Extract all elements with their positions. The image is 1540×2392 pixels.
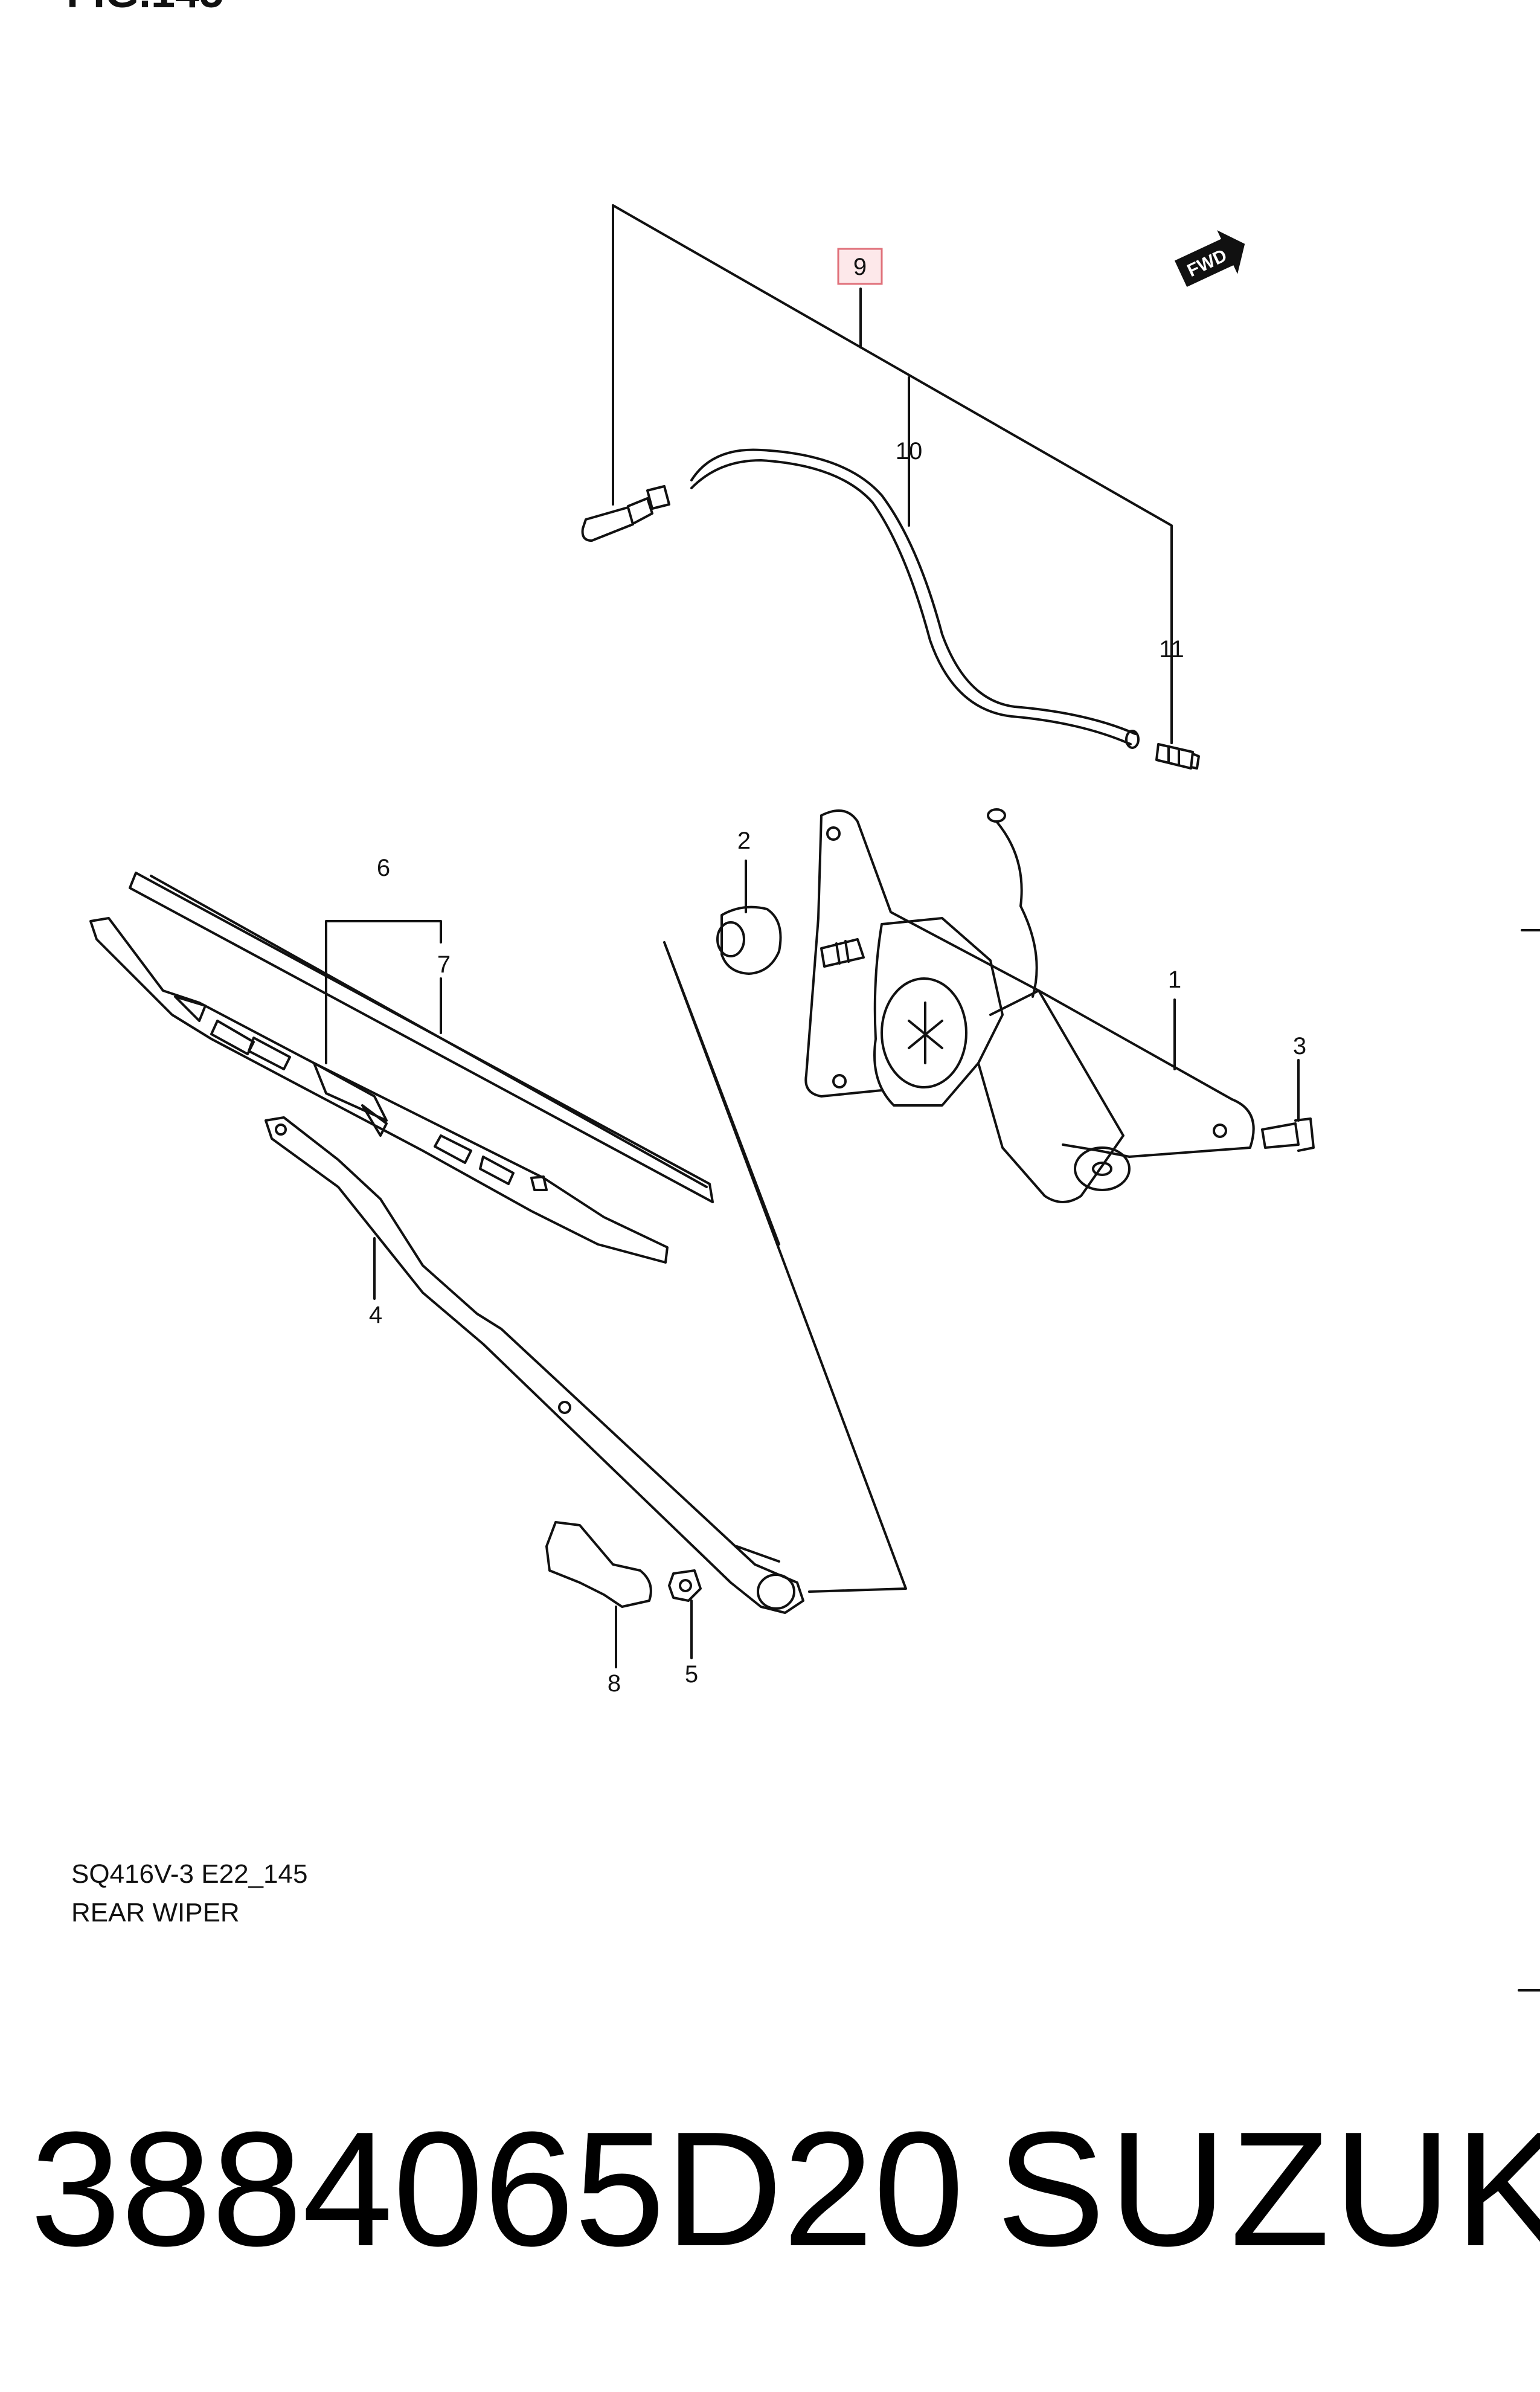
bolt-part	[1261, 1059, 1315, 1152]
grommet-part	[716, 860, 782, 975]
hose-connector-part	[581, 485, 670, 542]
wiper-blade-assembly	[89, 872, 714, 1264]
leader-6	[325, 920, 442, 1064]
callout-11: 11	[1159, 636, 1184, 663]
model-code-caption: SQ416V-3 E22_145	[71, 1859, 308, 1889]
callout-3: 3	[1293, 1033, 1306, 1059]
callout-9-highlight-box	[837, 248, 883, 285]
callout-6: 6	[377, 855, 390, 881]
arm-cap-part	[545, 1521, 652, 1668]
pivot-pointer-lines	[663, 941, 907, 1593]
blade-frame	[89, 917, 669, 1264]
washer-hose-group	[581, 204, 1200, 770]
callout-10: 10	[896, 438, 923, 465]
callout-1: 1	[1168, 966, 1181, 993]
callout-7: 7	[437, 951, 451, 978]
callout-9: 9	[853, 254, 867, 280]
motor-cylinder	[977, 989, 1125, 1203]
callout-8: 8	[608, 1670, 621, 1697]
callout-2: 2	[737, 828, 751, 854]
nut-part	[668, 1569, 702, 1659]
motor-bracket	[804, 809, 1255, 1158]
figure-title: FIG.145	[66, 0, 223, 17]
wiper-motor-assembly	[804, 808, 1255, 1203]
part-number-text: 3884065D20	[30, 2098, 964, 2280]
callout-5: 5	[685, 1661, 698, 1688]
parts-diagram: FIG.145	[66, 0, 1540, 1992]
section-name-caption: REAR WIPER	[71, 1898, 240, 1927]
brand-name-text: SUZUKI	[996, 2098, 1540, 2280]
wiper-arm-part	[265, 1116, 804, 1614]
motor-housing	[873, 917, 1004, 1107]
washer-hose-part	[690, 448, 1140, 749]
ground-wire	[995, 820, 1038, 998]
hose-joint-part	[1155, 743, 1200, 770]
callout-4: 4	[369, 1302, 382, 1328]
